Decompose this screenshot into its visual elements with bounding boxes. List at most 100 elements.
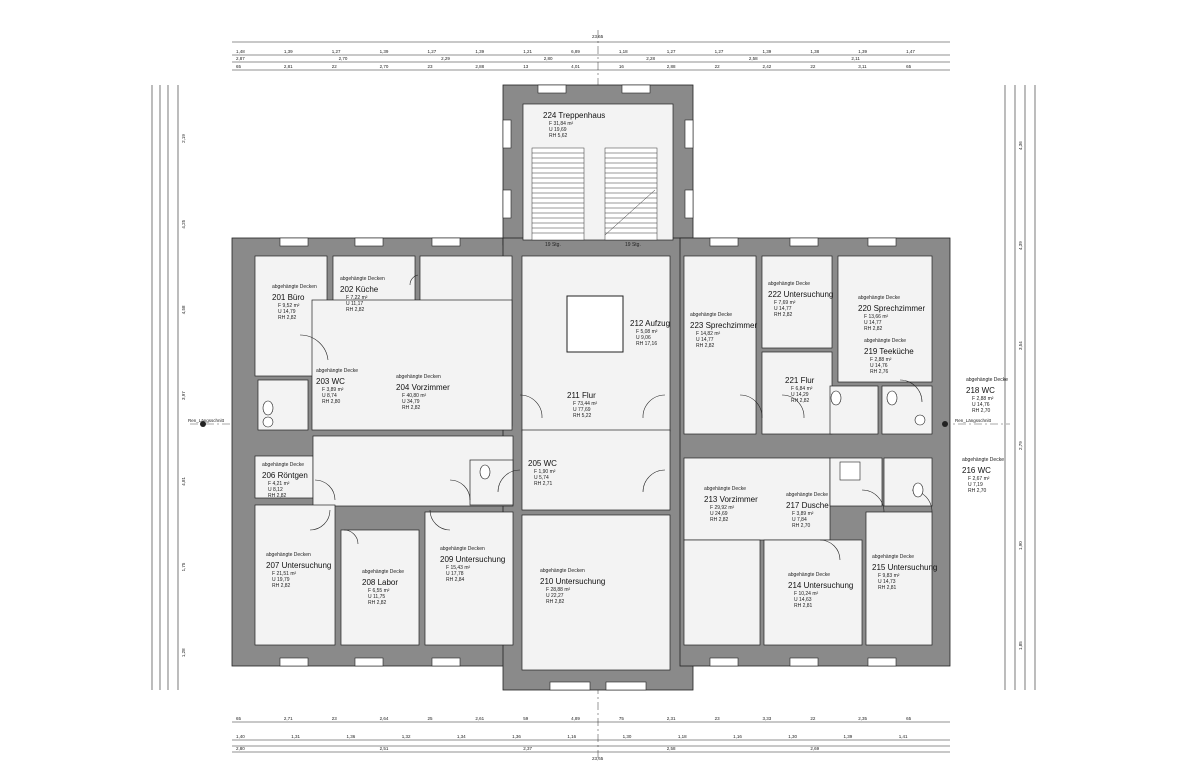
room-214	[763, 539, 863, 646]
dim-top_row1-8: 1,18	[619, 49, 628, 54]
room-216	[883, 457, 933, 507]
room-perimeter-207: U 19,79	[272, 577, 290, 583]
room-name-218: 218 WC	[966, 386, 995, 395]
room-perimeter-220: U 14,77	[864, 320, 882, 326]
room-perimeter-210: U 22,27	[546, 593, 564, 599]
room-name-213: 213 Vorzimmer	[704, 495, 758, 504]
dim-top_row1-10: 1,27	[715, 49, 724, 54]
room-area-217: F 3,89 m²	[792, 511, 814, 517]
dim-top_row1-4: 1,27	[427, 49, 436, 54]
room-221	[761, 351, 833, 435]
dim-bottom_row2-3: 1,32	[402, 734, 411, 739]
room-note-209: abgehängte Decken	[440, 546, 485, 552]
room-height-209: RH 2,84	[446, 577, 465, 583]
room-height-221: RH 2,82	[791, 398, 810, 404]
room-name-201: 201 Büro	[272, 293, 305, 302]
room-height-223: RH 2,82	[696, 343, 715, 349]
dim-bottom_row3-3: 2,58	[667, 746, 676, 751]
room-209	[424, 511, 514, 646]
room-name-208: 208 Labor	[362, 578, 398, 587]
dim-top_row1-9: 1,27	[667, 49, 676, 54]
dim-right_side-3: 2,79	[1018, 441, 1023, 450]
section-label-left: Ren_Längsschnitt	[188, 418, 225, 423]
room-note-213: abgehängte Decke	[704, 486, 746, 492]
dim-top_row2-6: 2,11	[851, 56, 860, 61]
room-name-217: 217 Dusche	[786, 501, 829, 510]
stair-left	[531, 147, 585, 241]
room-perimeter-212: U 9,06	[636, 335, 651, 341]
room-area-213: F 29,92 m²	[710, 505, 735, 511]
room-name-212: 212 Aufzug	[630, 319, 670, 328]
room-perimeter-211: U 77,69	[573, 407, 591, 413]
dim-top_row3-0: 65	[236, 64, 242, 69]
room-height-220: RH 2,82	[864, 326, 883, 332]
room-name-222: 222 Untersuchung	[768, 290, 833, 299]
dim-top_row1-14: 1,47	[906, 49, 915, 54]
dim-bottom_row2-11: 1,39	[844, 734, 853, 739]
dim-top_row3-10: 22	[715, 64, 721, 69]
dim-top_row3-8: 16	[619, 64, 625, 69]
stair-right	[604, 147, 658, 241]
section-marker-left: Ren_Längsschnitt	[188, 418, 225, 427]
room-name-221: 221 Flur	[785, 376, 815, 385]
dim-top_row2-0: 2,87	[236, 56, 245, 61]
dim-bottom_row3-4: 2,69	[810, 746, 819, 751]
dim-left_side-2: 4,58	[181, 305, 186, 314]
room-name-203: 203 WC	[316, 377, 345, 386]
room-height-206: RH 2,82	[268, 493, 287, 499]
room-210	[521, 514, 671, 671]
dim-left_side-0: 2,19	[181, 134, 186, 143]
room-height-224: RH 5,62	[549, 133, 568, 139]
dim-bottom_row1-10: 23	[715, 716, 721, 721]
room-height-205: RH 2,71	[534, 481, 553, 487]
dim-top_row3-3: 2,70	[380, 64, 389, 69]
dim-bottom_row1-13: 2,35	[858, 716, 867, 721]
room-note-222: abgehängte Decke	[768, 281, 810, 287]
room-perimeter-219: U 14,76	[870, 363, 888, 369]
room-note-216: abgehängte Decke	[962, 457, 1004, 463]
dim-top_row2-4: 2,28	[646, 56, 655, 61]
dim-left_side-5: 1,75	[181, 562, 186, 571]
dim-bottom_row1-11: 3,33	[763, 716, 772, 721]
fixtures	[262, 390, 926, 498]
dim-top_row3-14: 65	[906, 64, 912, 69]
room-213	[683, 539, 761, 646]
dim-top_row3-1: 2,81	[284, 64, 293, 69]
dim-left_side-3: 3,97	[181, 391, 186, 400]
room-perimeter-209: U 17,78	[446, 571, 464, 577]
room-area-223: F 14,82 m²	[696, 331, 721, 337]
room-area-214: F 10,24 m²	[794, 591, 819, 597]
room-height-213: RH 2,82	[710, 517, 729, 523]
dim-top_row3-9: 2,88	[667, 64, 676, 69]
dim-top_row1-12: 1,38	[810, 49, 819, 54]
room-area-207: F 21,51 m²	[272, 571, 297, 577]
overall-dim-top: 23,65	[592, 34, 604, 39]
dim-bottom_row1-2: 23	[332, 716, 338, 721]
room-height-212: RH 17,16	[636, 341, 657, 347]
room-perimeter-217: U 7,84	[792, 517, 807, 523]
dim-top_row3-5: 2,88	[475, 64, 484, 69]
dim-right_side-4: 1,90	[1018, 541, 1023, 550]
room-height-218: RH 2,70	[972, 408, 991, 414]
room-height-208: RH 2,82	[368, 600, 387, 606]
room-perimeter-224: U 19,69	[549, 127, 567, 133]
room-name-223: 223 Sprechzimmer	[690, 321, 757, 330]
room-name-220: 220 Sprechzimmer	[858, 304, 925, 313]
room-height-204: RH 2,82	[402, 405, 421, 411]
dim-bottom_row2-9: 1,16	[733, 734, 742, 739]
room-name-219: 219 Teeküche	[864, 347, 914, 356]
room-area-208: F 6,55 m²	[368, 588, 390, 594]
dim-bottom_row1-4: 25	[427, 716, 433, 721]
dim-bottom_row2-8: 1,18	[678, 734, 687, 739]
room-220	[837, 255, 933, 383]
room-208	[340, 529, 420, 646]
room-name-210: 210 Untersuchung	[540, 577, 605, 586]
dim-bottom_row1-9: 2,31	[667, 716, 676, 721]
room-height-211: RH 5,22	[573, 413, 592, 419]
room-note-208: abgehängte Decke	[362, 569, 404, 575]
room-area-218: F 2,88 m²	[972, 396, 994, 402]
room-perimeter-218: U 14,76	[972, 402, 990, 408]
room-note-203: abgehängte Decke	[316, 368, 358, 374]
section-marker-right: Ren_Längsschnitt	[942, 418, 992, 427]
